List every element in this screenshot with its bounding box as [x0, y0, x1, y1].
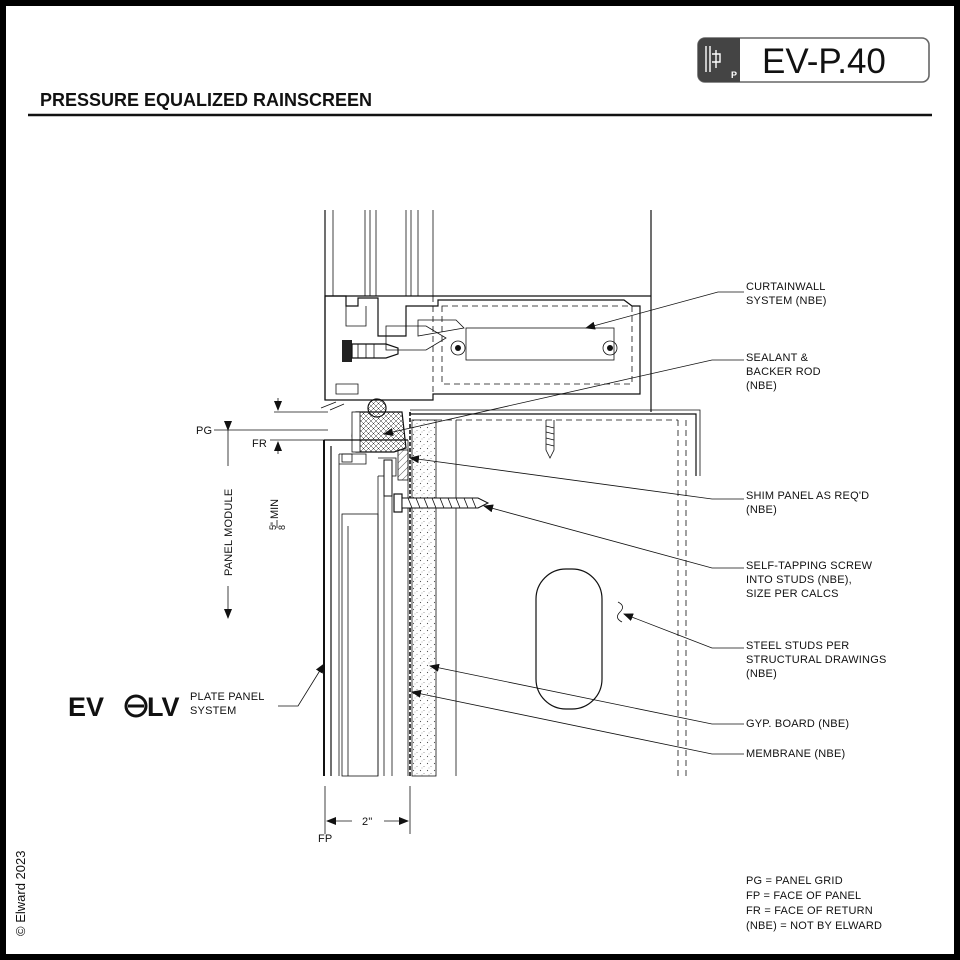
legend-item: FP = FACE OF PANEL	[746, 890, 861, 902]
callout-studs-line-1: STEEL STUDS PER	[746, 640, 849, 652]
callout-membrane: MEMBRANE (NBE)	[411, 689, 845, 760]
callout-gyp: GYP. BOARD (NBE)	[429, 663, 849, 730]
callout-sealant-line-3: (NBE)	[746, 380, 777, 392]
callout-screw-line-2: INTO STUDS (NBE),	[746, 574, 852, 586]
panel-module-label: PANEL MODULE	[223, 489, 235, 576]
copyright-text: © Elward 2023	[13, 851, 28, 936]
curtainwall-system	[320, 210, 652, 412]
evolv-logo: EV LV	[68, 692, 180, 722]
callout-curtainwall-line-2: SYSTEM (NBE)	[746, 295, 827, 307]
icon-letter: P	[731, 70, 737, 80]
logo-text-lv: LV	[147, 692, 180, 722]
callout-sealant-line-2: BACKER ROD	[746, 366, 821, 378]
sheet-code: EV-P.40	[762, 42, 886, 81]
panel-depth-label: 2"	[362, 816, 372, 828]
self-tapping-screw	[393, 493, 490, 513]
title-block: P EV-P.40 PRESSURE EQUALIZED RAINSCREEN	[28, 37, 932, 117]
wall-assembly	[409, 409, 701, 777]
sealant-backer-rod	[351, 398, 407, 453]
page-title: PRESSURE EQUALIZED RAINSCREEN	[40, 90, 372, 110]
pg-label: PG	[196, 425, 212, 437]
callout-screw-line-1: SELF-TAPPING SCREW	[746, 560, 873, 572]
shim-panel	[397, 449, 409, 481]
drawing-sheet: P EV-P.40 PRESSURE EQUALIZED RAINSCREEN	[6, 6, 954, 954]
callout-sealant-line-1: SEALANT &	[746, 352, 809, 364]
callout-membrane-line-1: MEMBRANE (NBE)	[746, 748, 845, 760]
callout-curtainwall-line-1: CURTAINWALL	[746, 281, 826, 293]
gap-denominator: 8	[277, 525, 287, 530]
callout-shim: SHIM PANEL AS REQ'D (NBE)	[409, 455, 869, 516]
panel-bracket-icon	[698, 38, 740, 82]
callout-gyp-line-1: GYP. BOARD (NBE)	[746, 718, 849, 730]
gap-suffix: " MIN	[269, 499, 281, 526]
detail-drawing: P EV-P.40 PRESSURE EQUALIZED RAINSCREEN	[13, 37, 932, 936]
brand-logo: EV LV PLATE PANEL SYSTEM	[68, 663, 325, 722]
system-line-1: PLATE PANEL	[190, 691, 265, 703]
panel-bracket-glyph	[705, 46, 721, 72]
plate-panel	[323, 439, 409, 777]
callout-studs-line-3: (NBE)	[746, 668, 777, 680]
legend-item: FR = FACE OF RETURN	[746, 905, 873, 917]
callout-shim-line-2: (NBE)	[746, 504, 777, 516]
dimensions: PG FR " MIN 5 8 PANEL MODULE 2" FP	[196, 398, 411, 845]
legend-item: (NBE) = NOT BY ELWARD	[746, 920, 882, 932]
gap-numerator: 5	[268, 525, 278, 530]
callout-screw-line-3: SIZE PER CALCS	[746, 588, 839, 600]
stud-knockout	[535, 568, 603, 710]
fr-label: FR	[252, 438, 267, 450]
gap-dimension: " MIN 5 8	[268, 499, 287, 530]
callout-curtainwall: CURTAINWALL SYSTEM (NBE)	[585, 281, 827, 330]
callout-screw: SELF-TAPPING SCREW INTO STUDS (NBE), SIZ…	[483, 504, 873, 600]
callout-sealant: SEALANT & BACKER ROD (NBE)	[383, 352, 821, 436]
fp-label: FP	[318, 833, 332, 845]
callout-studs: STEEL STUDS PER STRUCTURAL DRAWINGS (NBE…	[623, 613, 887, 680]
callout-studs-line-2: STRUCTURAL DRAWINGS	[746, 654, 887, 666]
logo-text-ev: EV	[68, 692, 104, 722]
callout-shim-line-1: SHIM PANEL AS REQ'D	[746, 490, 869, 502]
legend-item: PG = PANEL GRID	[746, 875, 843, 887]
gyp-board	[411, 419, 437, 777]
system-line-2: SYSTEM	[190, 705, 236, 717]
abbreviation-legend: PG = PANEL GRID FP = FACE OF PANEL FR = …	[746, 875, 882, 932]
